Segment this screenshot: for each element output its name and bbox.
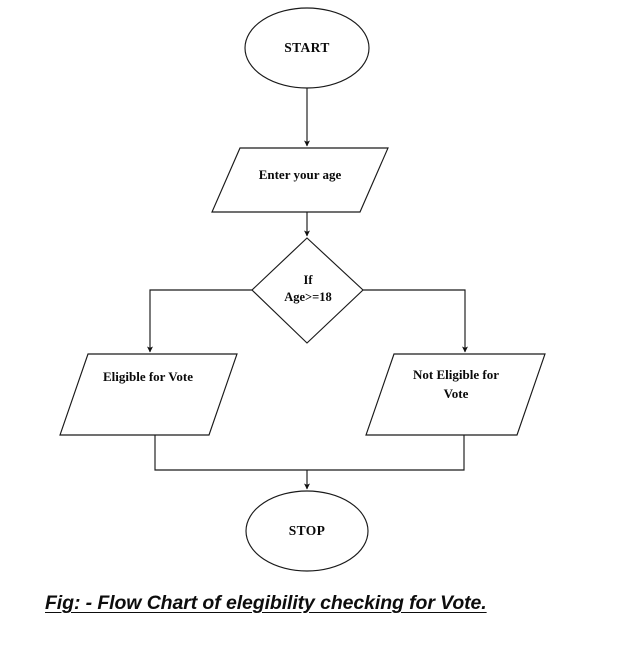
decision-diamond-shape <box>251 237 364 344</box>
decision-label-line-2: Age>=18 <box>284 290 332 304</box>
figure-caption: Fig: - Flow Chart of elegibility checkin… <box>45 592 487 614</box>
node-stop[interactable]: STOP <box>245 490 369 572</box>
node-not-eligible[interactable]: Not Eligible for Vote <box>365 353 546 436</box>
not-eligible-label-line-2: Vote <box>444 386 469 401</box>
edge-decision-to-eligible <box>147 289 252 353</box>
eligible-parallelogram-shape <box>59 353 238 436</box>
eligible-label: Eligible for Vote <box>103 369 193 384</box>
edge-merge-bar <box>154 435 465 471</box>
start-label: START <box>284 40 330 55</box>
input-age-label: Enter your age <box>259 167 342 182</box>
decision-label-line-1: If <box>303 273 313 287</box>
node-eligible[interactable]: Eligible for Vote <box>59 353 238 436</box>
node-start[interactable]: START <box>244 7 370 89</box>
stop-oval-shape <box>245 490 369 572</box>
node-input-age[interactable]: Enter your age <box>211 147 389 213</box>
node-decision-age-check[interactable]: If Age>=18 <box>251 237 364 344</box>
stop-label: STOP <box>289 523 326 538</box>
not-eligible-parallelogram-shape <box>365 353 546 436</box>
input-age-parallelogram-shape <box>211 147 389 213</box>
edge-decision-to-not-eligible <box>363 289 468 353</box>
not-eligible-label-line-1: Not Eligible for <box>413 367 499 382</box>
